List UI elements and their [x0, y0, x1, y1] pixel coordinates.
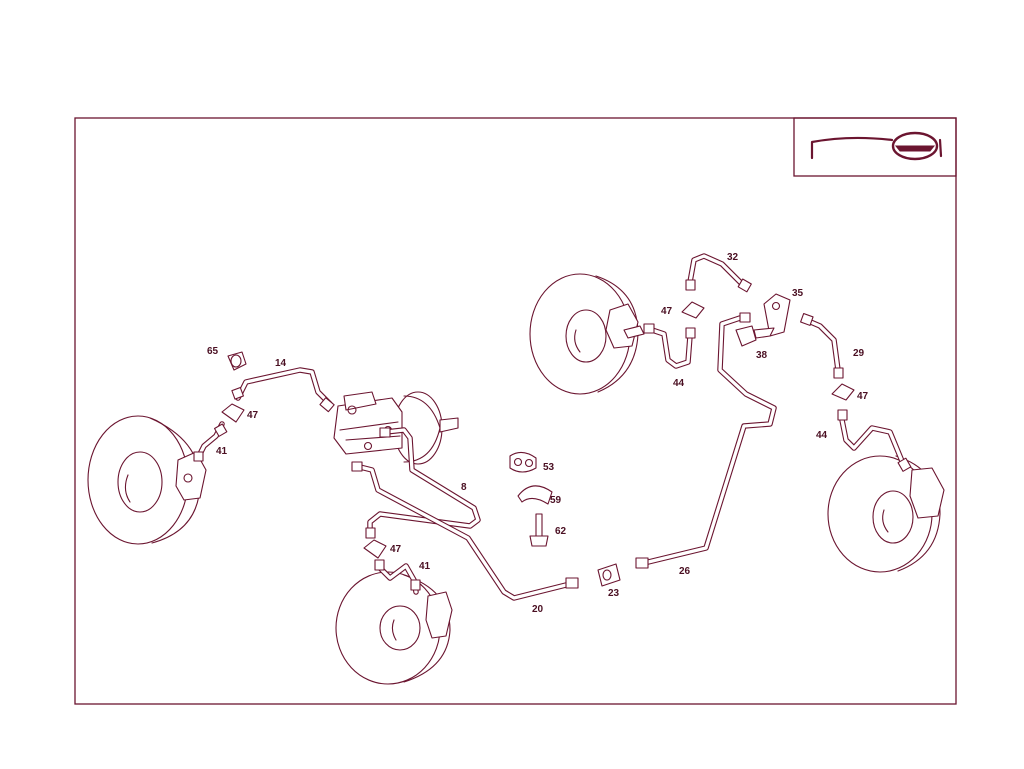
- diagram-frame: [74, 117, 957, 705]
- part-number-8: 8: [461, 482, 467, 493]
- retaining-clip-upper: [681, 301, 705, 319]
- part-number-41-rear-left: 41: [419, 561, 431, 572]
- part-number-23: 23: [608, 588, 620, 599]
- brake-circuit-symbol-icon: [793, 117, 957, 177]
- part-number-59: 59: [550, 495, 562, 506]
- screw-62: [529, 513, 549, 547]
- pipe-holder-53: [509, 451, 537, 473]
- part-number-29: 29: [853, 348, 865, 359]
- part-numbers: 65 14 47 41 8 53 59 62 47 41 20 23 26 32…: [207, 252, 869, 615]
- part-number-44-lower: 44: [816, 430, 828, 441]
- part-number-65: 65: [207, 346, 219, 357]
- part-number-47-right: 47: [857, 391, 869, 402]
- bracket-59: [517, 485, 553, 505]
- retaining-clip-front-left: [221, 403, 245, 423]
- part-number-26: 26: [679, 566, 691, 577]
- front-right-brake-disc: [529, 273, 645, 395]
- part-number-47-rear-left: 47: [390, 544, 402, 555]
- part-number-32: 32: [727, 252, 739, 263]
- part-number-14: 14: [275, 358, 287, 369]
- part-number-20: 20: [532, 604, 544, 615]
- part-number-35: 35: [792, 288, 804, 299]
- brake-master-cylinder: [333, 391, 459, 465]
- retaining-clip-right: [831, 383, 855, 401]
- part-number-44-upper: 44: [673, 378, 685, 389]
- part-number-41-front-left: 41: [216, 446, 228, 457]
- pipe-fittings: [193, 278, 912, 591]
- retaining-clip-rear-left: [363, 539, 387, 559]
- front-left-brake-disc: [87, 415, 207, 545]
- bolt-38: [735, 325, 775, 347]
- part-number-38: 38: [756, 350, 768, 361]
- rubber-grommet: [227, 351, 247, 371]
- rear-right-brake-disc: [827, 455, 945, 573]
- part-number-53: 53: [543, 462, 555, 473]
- rear-left-brake-disc: [335, 571, 453, 685]
- part-number-62: 62: [555, 526, 567, 537]
- part-number-47-upper: 47: [661, 306, 673, 317]
- part-number-47-front-left: 47: [247, 410, 259, 421]
- connector-23: [597, 563, 621, 587]
